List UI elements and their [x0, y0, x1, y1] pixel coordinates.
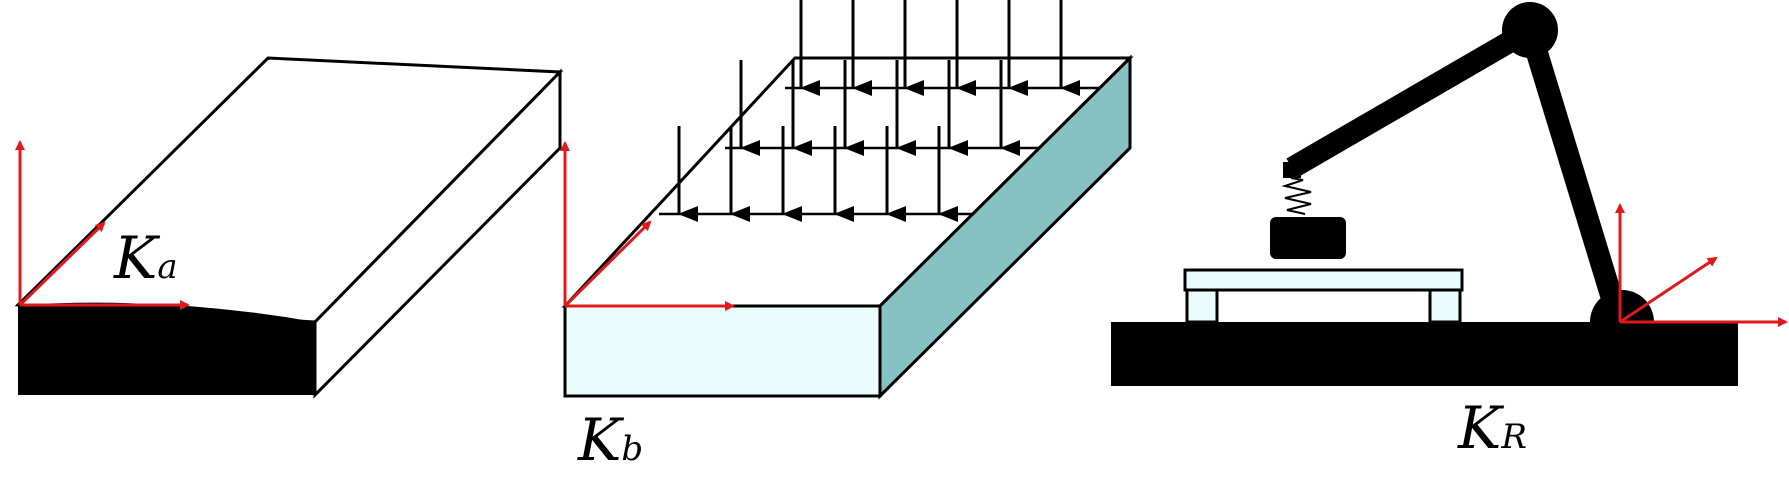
robot-base: [1111, 322, 1738, 386]
label-ka: Ka: [113, 224, 178, 292]
panel-robot: [1111, 2, 1738, 386]
panel-workpiece: [14, 56, 564, 399]
black-base: [18, 302, 315, 395]
table-leg-left: [1185, 288, 1219, 324]
frame-kb: [560, 141, 735, 311]
ka-y-axis: [18, 221, 106, 307]
load-arrows: [677, 0, 1080, 222]
weight-block: [1270, 217, 1346, 259]
kb-y-axis: [563, 220, 652, 308]
base-joint: [1590, 290, 1654, 322]
robot-lower-link: [1519, 26, 1629, 322]
label-kr: KR: [1457, 394, 1527, 462]
robot-upper-link: [1286, 20, 1536, 178]
frame-ka: [15, 140, 190, 310]
panel-block: [561, 54, 1134, 400]
kr-y-axis: [1619, 256, 1718, 324]
block-front: [563, 304, 882, 398]
frame-kr: [1615, 203, 1788, 327]
table-top: [1183, 268, 1464, 292]
shoulder-joint: [1502, 2, 1558, 58]
table-leg-right: [1428, 288, 1462, 324]
label-kb: Kb: [577, 406, 643, 474]
spring: [1281, 177, 1312, 215]
